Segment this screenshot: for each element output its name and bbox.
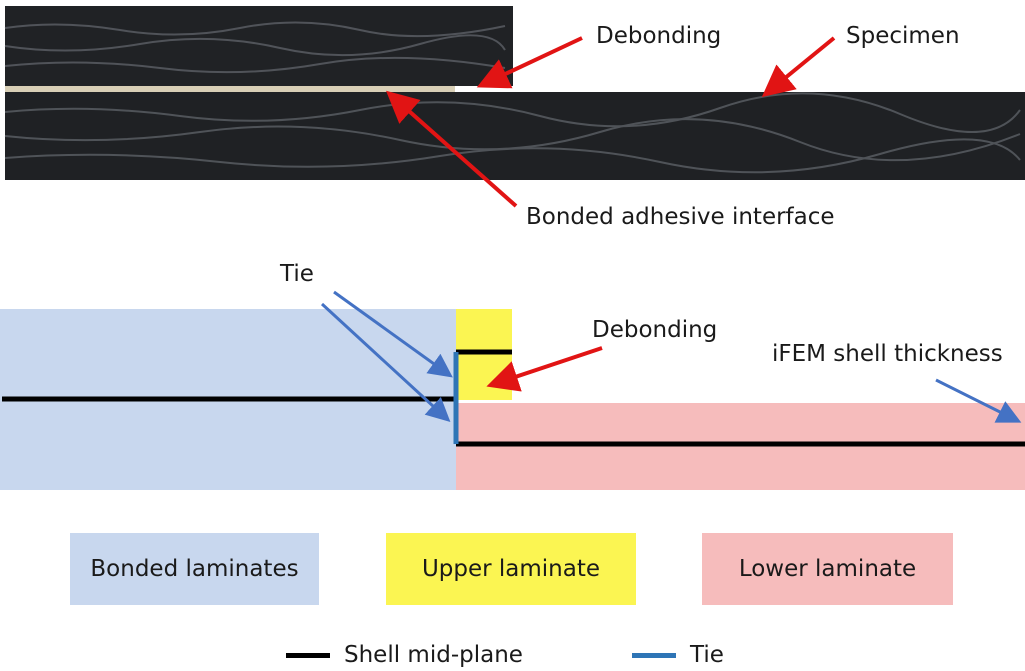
legend-key-midplane-label: Shell mid-plane: [344, 642, 523, 668]
legend-bonded-laminates: Bonded laminates: [70, 533, 319, 605]
legend-lower-laminate-label: Lower laminate: [738, 556, 917, 582]
legend-key-tie: Tie: [632, 642, 724, 668]
arrow-shell-thickness: [935, 378, 1022, 423]
arrow-specimen: [761, 36, 836, 98]
label-bonded-interface: Bonded adhesive interface: [526, 204, 835, 230]
label-ifem-shell-thickness: iFEM shell thickness: [772, 341, 1003, 367]
arrow-tie-lower: [320, 302, 451, 423]
legend-lower-laminate: Lower laminate: [702, 533, 953, 605]
tie-swatch: [632, 652, 676, 658]
legend-key-midplane: Shell mid-plane: [286, 642, 523, 668]
legend-upper-laminate-label: Upper laminate: [421, 556, 601, 582]
specimen-photo: [4, 6, 1025, 180]
label-debonding-model: Debonding: [592, 317, 718, 343]
arrow-tie-upper: [333, 290, 453, 378]
arrow-debonding-model: [486, 346, 603, 392]
midplane-swatch: [286, 652, 330, 658]
arrow-debonding-photo: [476, 36, 583, 89]
photo-weave-texture: [4, 21, 1021, 174]
legend-bonded-laminates-label: Bonded laminates: [90, 556, 299, 582]
photo-upper-laminate: [5, 6, 513, 88]
label-specimen: Specimen: [846, 23, 960, 49]
photo-adhesive-layer: [5, 86, 455, 94]
legend-key-tie-label: Tie: [690, 642, 724, 668]
label-debonding-photo: Debonding: [596, 23, 722, 49]
legend-upper-laminate: Upper laminate: [386, 533, 636, 605]
photo-debond-gap: [455, 86, 513, 92]
arrow-interface: [386, 90, 518, 208]
label-tie: Tie: [280, 261, 314, 287]
